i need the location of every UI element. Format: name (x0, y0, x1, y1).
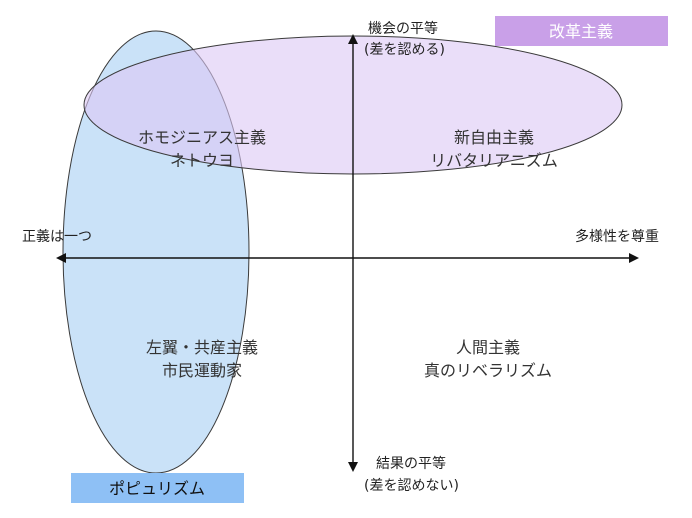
axis-top-label-2: (差を認める) (364, 42, 445, 58)
quadrant-bottom-right-line1: 人間主義 (456, 338, 520, 357)
reform-label: 改革主義 (549, 22, 613, 41)
populism-label: ポピュリズム (109, 479, 205, 498)
axis-left-label: 正義は一つ (22, 228, 92, 245)
axis-bottom-label-2: (差を認めない) (364, 478, 459, 494)
quadrant-top-left-line2: ネトウヨ (170, 151, 234, 170)
axis-right-label: 多様性を尊重 (575, 228, 659, 245)
reform-label-box (495, 16, 668, 46)
quadrant-bottom-right-line2: 真のリベラリズム (424, 361, 552, 380)
populism-label-box (71, 473, 244, 503)
quadrant-top-right-line1: 新自由主義 (454, 128, 534, 147)
quadrant-bottom-left-line2: 市民運動家 (162, 361, 242, 380)
axis-bottom-label-1: 結果の平等 (376, 455, 446, 472)
quadrant-top-left-line1: ホモジニアス主義 (138, 128, 266, 147)
quadrant-top-right-line2: リバタリアニズム (430, 151, 558, 170)
quadrant-bottom-left-line1: 左翼・共産主義 (146, 338, 258, 357)
axis-top-label-1: 機会の平等 (368, 20, 438, 37)
